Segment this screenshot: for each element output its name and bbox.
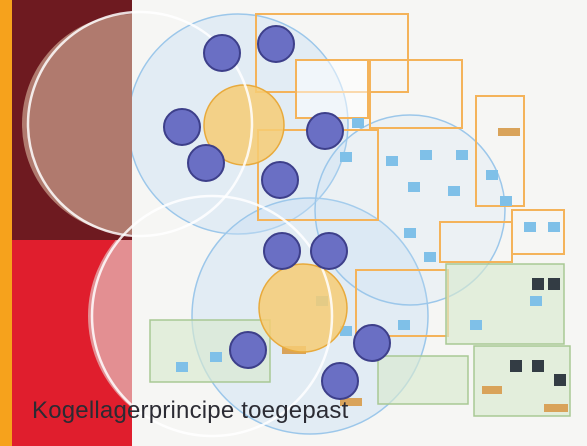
table: [340, 398, 362, 406]
desk: [470, 320, 482, 330]
desk: [524, 222, 536, 232]
desk: [352, 118, 364, 128]
caption: Kogellagerprincipe toegepast: [32, 397, 349, 424]
desk: [486, 170, 498, 180]
desk: [456, 150, 468, 160]
desk: [424, 252, 436, 262]
room-block: [377, 355, 469, 405]
blue-node: [203, 34, 241, 72]
desk: [448, 186, 460, 196]
brown-disc: [22, 14, 132, 234]
table: [544, 404, 568, 412]
blue-node: [187, 144, 225, 182]
room-block: [439, 221, 513, 263]
desks: [176, 118, 560, 372]
blue-nodes: [163, 25, 391, 400]
orange-strip: [0, 0, 12, 446]
blue-node: [261, 161, 299, 199]
arc-upper: [26, 10, 254, 238]
blue-node: [306, 112, 344, 150]
blue-node: [263, 232, 301, 270]
pink-disc: [88, 240, 132, 408]
desk: [530, 296, 542, 306]
dark-furniture: [510, 278, 566, 386]
desk: [210, 352, 222, 362]
blue-node: [321, 362, 359, 400]
blue-node: [229, 331, 267, 369]
desk: [176, 362, 188, 372]
room-block: [445, 263, 565, 345]
cabinet: [554, 374, 566, 386]
table: [498, 128, 520, 136]
room-block: [369, 59, 463, 129]
desk: [398, 320, 410, 330]
room-block: [295, 59, 369, 119]
cabinet: [532, 360, 544, 372]
floorplan-green: [149, 263, 571, 417]
blue-node: [257, 25, 295, 63]
blue-node: [353, 324, 391, 362]
desk: [386, 156, 398, 166]
desk: [420, 150, 432, 160]
core-circle-lower: [258, 263, 348, 353]
white-arcs: [26, 10, 334, 438]
arc-lower: [90, 194, 334, 438]
desk: [408, 182, 420, 192]
blue-node: [163, 108, 201, 146]
table: [482, 386, 502, 394]
desk: [500, 196, 512, 206]
cabinet: [548, 278, 560, 290]
desk: [548, 222, 560, 232]
desk: [340, 326, 352, 336]
blue-node: [310, 232, 348, 270]
cabinet: [510, 360, 522, 372]
desk: [404, 228, 416, 238]
desk: [340, 152, 352, 162]
zone-circle-middle-right: [314, 114, 506, 306]
cabinet: [532, 278, 544, 290]
core-circles: [203, 84, 348, 353]
